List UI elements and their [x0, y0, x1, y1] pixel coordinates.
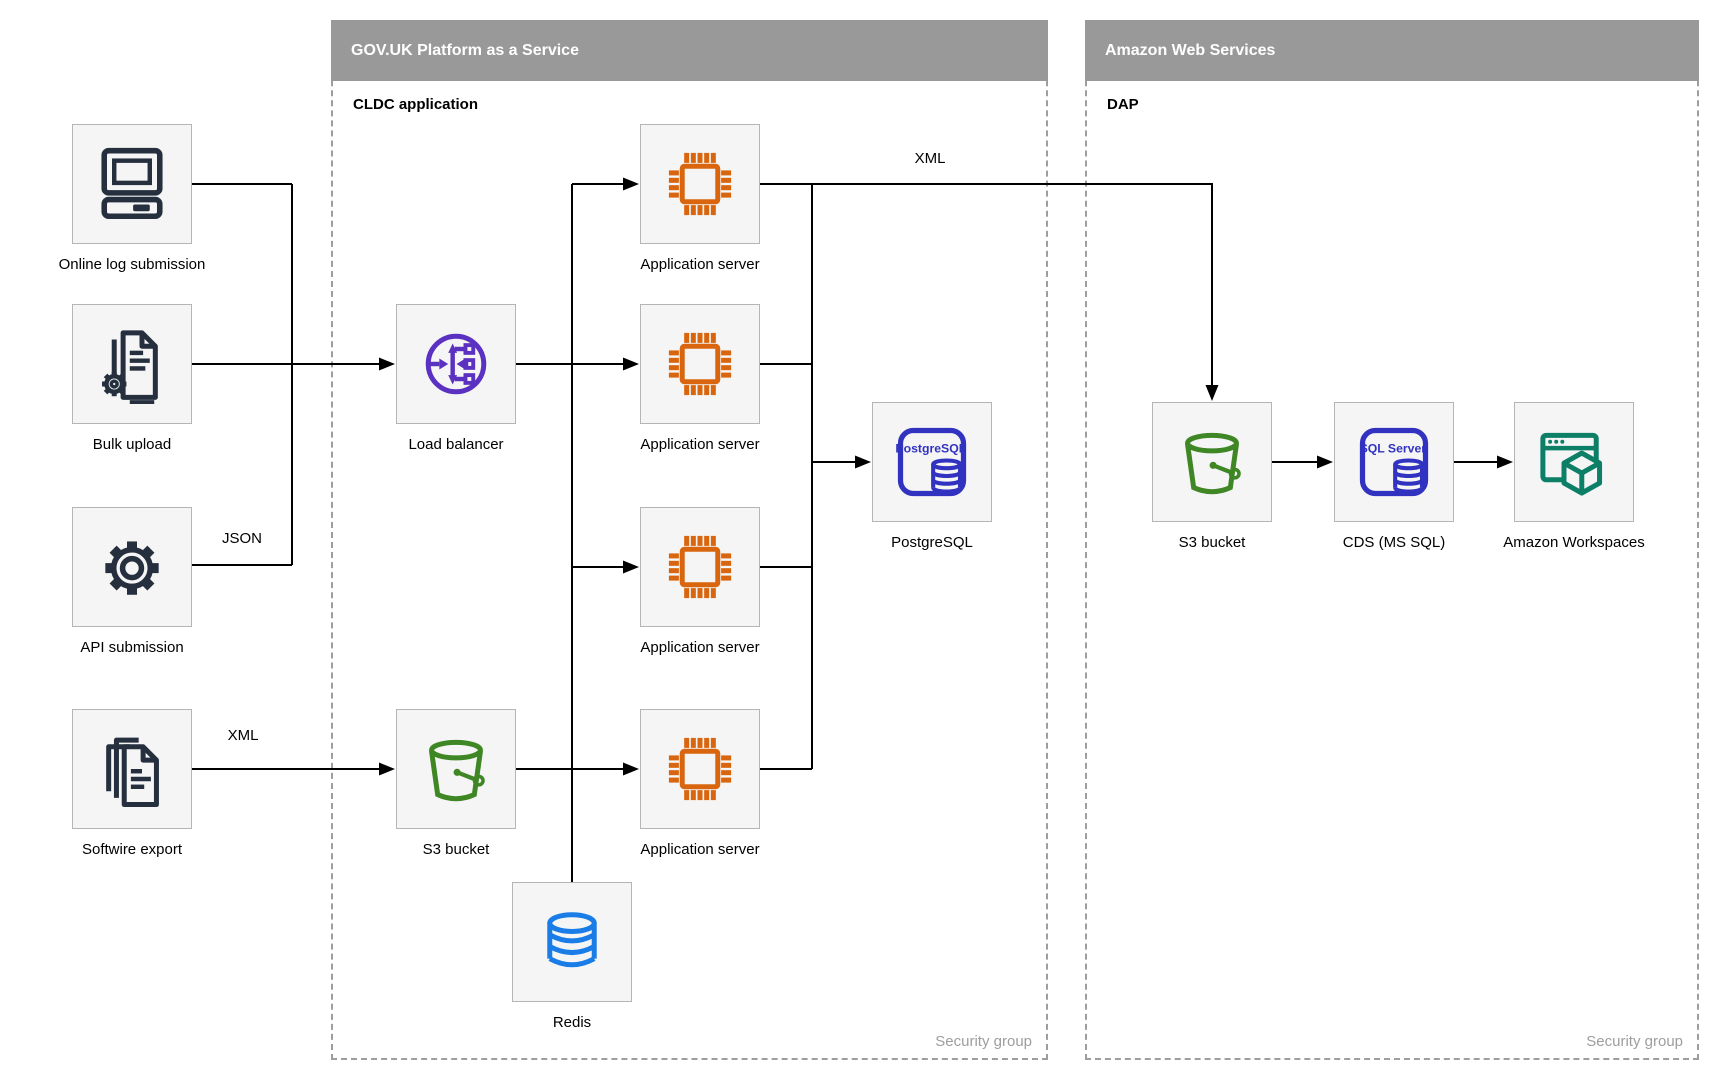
node-label: Redis	[552, 1014, 592, 1031]
govuk-security-group-label: Security group	[935, 1033, 1032, 1050]
workspaces-icon	[1540, 432, 1603, 496]
chip-icon	[668, 737, 732, 801]
chip-icon	[668, 535, 732, 599]
aws-container: Amazon Web Services DAP Security group	[1085, 20, 1699, 1060]
node-application-server-3	[640, 507, 760, 627]
node-cds-mssql: SQL Server	[1334, 402, 1454, 522]
node-load-balancer	[396, 304, 516, 424]
node-amazon-workspaces	[1514, 402, 1634, 522]
node-label: Application server	[640, 436, 760, 453]
postgresql-badge-text: PostgreSQL	[895, 442, 966, 456]
redis-database-icon	[547, 912, 597, 968]
node-label: PostgreSQL	[891, 534, 973, 551]
cldc-application-label: CLDC application	[353, 96, 479, 113]
node-label: Bulk upload	[92, 436, 172, 453]
node-label: S3 bucket	[1178, 534, 1246, 551]
node-label: CDS (MS SQL)	[1342, 534, 1446, 551]
node-online-log-submission	[72, 124, 192, 244]
node-application-server-4	[640, 709, 760, 829]
node-application-server-2	[640, 304, 760, 424]
aws-security-group-label: Security group	[1586, 1033, 1683, 1050]
edge-label-json: JSON	[221, 530, 262, 547]
edge-label-xml-softwire: XML	[227, 727, 259, 744]
edge-label-xml-to-aws: XML	[914, 150, 946, 167]
node-label: Application server	[640, 841, 760, 858]
node-application-server-1	[640, 124, 760, 244]
node-label: Application server	[640, 256, 760, 273]
aws-header-bar: Amazon Web Services	[1085, 20, 1699, 81]
sql-server-badge-text: SQL Server	[1360, 442, 1427, 456]
node-s3-bucket-paas	[396, 709, 516, 829]
chip-icon	[668, 332, 732, 396]
node-label: Load balancer	[408, 436, 504, 453]
documents-stack-icon	[106, 737, 159, 808]
bucket-icon	[429, 739, 485, 802]
computer-icon	[101, 147, 163, 219]
govuk-paas-container: GOV.UK Platform as a Service CLDC applic…	[331, 20, 1048, 1060]
node-redis	[512, 882, 632, 1002]
aws-title: Amazon Web Services	[1105, 42, 1276, 59]
postgresql-icon: PostgreSQL	[895, 427, 967, 497]
node-label: API submission	[80, 639, 184, 656]
govuk-paas-title: GOV.UK Platform as a Service	[351, 42, 579, 59]
dap-label: DAP	[1107, 96, 1139, 113]
node-label: Amazon Workspaces	[1503, 534, 1645, 551]
node-label: S3 bucket	[422, 841, 490, 858]
sql-server-icon: SQL Server	[1360, 427, 1429, 497]
document-gear-icon	[102, 330, 158, 404]
govuk-paas-header-bar: GOV.UK Platform as a Service	[331, 20, 1048, 81]
node-label: Softwire export	[81, 841, 183, 858]
node-softwire-export	[72, 709, 192, 829]
node-s3-bucket-aws	[1152, 402, 1272, 522]
node-api-submission	[72, 507, 192, 627]
gear-icon	[105, 541, 159, 595]
chip-icon	[668, 152, 732, 216]
node-bulk-upload	[72, 304, 192, 424]
node-label: Online log submission	[58, 256, 206, 273]
node-label: Application server	[640, 639, 760, 656]
load-balancer-icon	[425, 333, 487, 395]
node-postgresql: PostgreSQL	[872, 402, 992, 522]
bucket-icon	[1185, 432, 1241, 495]
